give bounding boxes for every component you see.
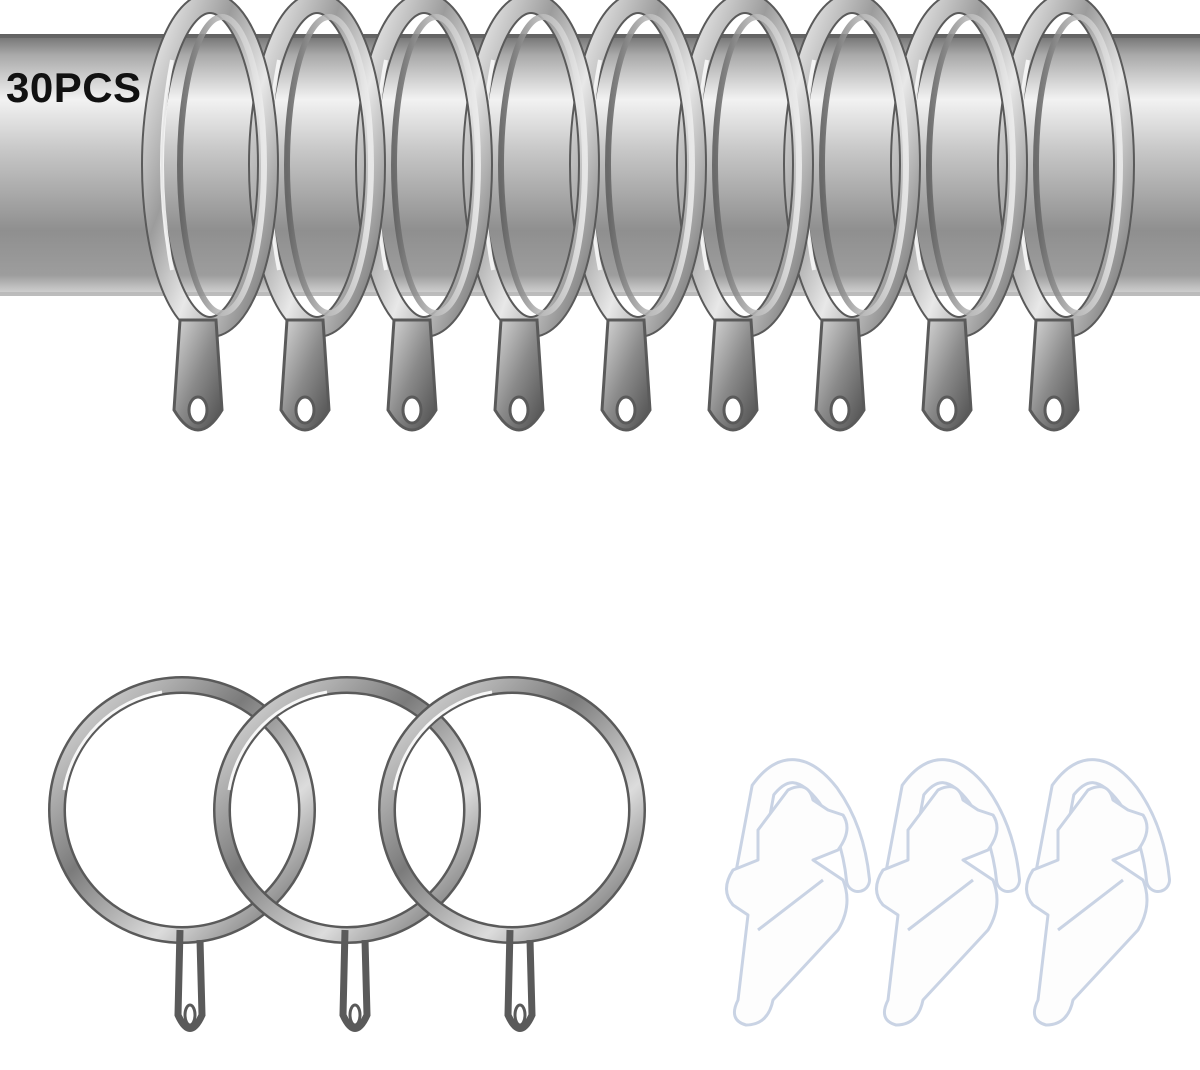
rod-ring-highlight: [160, 59, 174, 271]
plastic-hook: [1025, 758, 1171, 1027]
rod-ring-eyelet-hole: [829, 395, 851, 425]
loose-ring-band: [380, 678, 644, 942]
rod-ring-inner-rim: [284, 14, 374, 316]
rod-ring-inner-rim: [926, 14, 1016, 316]
rod-ring-eyelet: [493, 318, 545, 432]
loose-ring-eyelet: [174, 929, 206, 1032]
rod-ring-eyelet-hole: [615, 395, 637, 425]
rod-ring-eyelet-hole: [936, 395, 958, 425]
loose-ring-highlight: [392, 690, 493, 791]
rod-ring-eyelet: [172, 318, 224, 432]
rod-ring-eyelet: [707, 318, 759, 432]
loose-ring-eyelet-hole: [183, 1003, 197, 1027]
rod-ring-eyelet: [386, 318, 438, 432]
loose-ring-eyelet-hole: [513, 1003, 527, 1027]
rod-ring-eyelet-hole: [187, 395, 209, 425]
rod-ring-inner-rim: [712, 14, 802, 316]
rod-ring-eyelet-hole: [294, 395, 316, 425]
rod-ring-eyelet-hole: [508, 395, 530, 425]
rod-ring-eyelet-hole: [401, 395, 423, 425]
rod-ring-eyelet: [921, 318, 973, 432]
plastic-hook: [725, 758, 871, 1027]
loose-ring-highlight: [62, 690, 163, 791]
rod-ring-eyelet: [600, 318, 652, 432]
loose-ring: [378, 676, 646, 1032]
hook-body: [1025, 785, 1149, 1027]
rod-rings-group: [141, 0, 1135, 432]
loose-ring-eyelet-hole: [348, 1003, 362, 1027]
rod-ring: [141, 0, 279, 432]
rod-ring-inner-rim: [177, 14, 267, 316]
loose-ring-eyelet: [504, 929, 536, 1032]
plastic-hooks-group: [725, 758, 1171, 1027]
loose-ring-eyelet: [339, 929, 371, 1032]
hook-body: [875, 785, 999, 1027]
hook-slot: [1057, 878, 1124, 932]
rod-ring-eyelet-hole: [1043, 395, 1065, 425]
loose-ring: [213, 676, 481, 1032]
rod-ring-inner-rim: [819, 14, 909, 316]
rod-ring-inner-rim: [391, 14, 481, 316]
rod-ring-inner-rim: [498, 14, 588, 316]
hook-top-loop: [1038, 761, 1168, 890]
rod-ring-inner-rim: [605, 14, 695, 316]
rod-ring-eyelet: [814, 318, 866, 432]
hook-top-loop: [888, 761, 1018, 890]
loose-ring: [48, 676, 316, 1032]
hook-slot: [907, 878, 974, 932]
hook-body: [725, 785, 849, 1027]
rod-ring-eyelet-hole: [722, 395, 744, 425]
loose-ring-highlight: [227, 690, 328, 791]
loose-rings-group: [48, 676, 646, 1032]
hook-top-loop: [738, 761, 868, 890]
quantity-label: 30PCS: [6, 64, 142, 111]
rod-ring-inner-rim: [1033, 14, 1123, 316]
rod-ring-eyelet: [1028, 318, 1080, 432]
hook-slot: [757, 878, 824, 932]
plastic-hook: [875, 758, 1021, 1027]
rod-ring-eyelet: [279, 318, 331, 432]
